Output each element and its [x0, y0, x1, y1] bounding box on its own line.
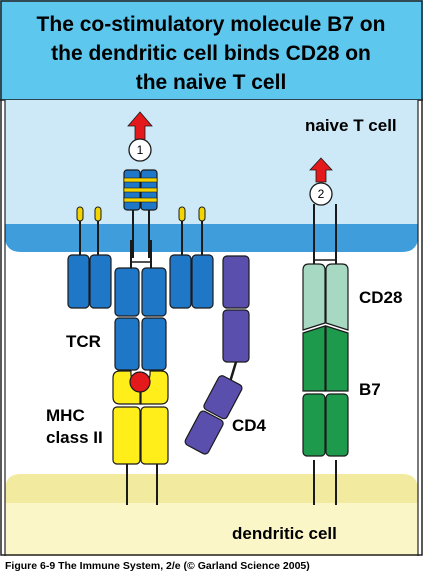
label-tcr: TCR	[66, 332, 101, 351]
figure-caption: Figure 6-9 The Immune System, 2/e (© Gar…	[5, 560, 310, 572]
peptide	[129, 371, 151, 393]
b7	[302, 325, 349, 505]
step-2-badge	[309, 182, 333, 206]
title-banner	[0, 0, 423, 100]
label-dendritic-cell: dendritic cell	[232, 524, 337, 543]
zeta-chain	[123, 169, 158, 258]
step-1-label: 1	[137, 143, 144, 157]
mhc-class-ii	[112, 370, 169, 505]
label-naive-t-cell: naive T cell	[305, 116, 397, 135]
label-mhc-line-2: class II	[46, 428, 103, 447]
title-line-1: The co-stimulatory molecule B7 on	[37, 13, 386, 36]
tcr	[114, 240, 167, 371]
title-line-3: the naive T cell	[136, 71, 287, 94]
cd3-left-pair	[67, 206, 112, 309]
diagram: The co-stimulatory molecule B7 on the de…	[0, 0, 423, 556]
label-cd28: CD28	[359, 288, 402, 307]
label-cd4: CD4	[232, 416, 267, 435]
title-line-2: the dendritic cell binds CD28 on	[51, 42, 371, 65]
label-b7: B7	[359, 380, 381, 399]
label-mhc-line-1: MHC	[46, 406, 85, 425]
step-2-label: 2	[318, 187, 325, 201]
cd3-right-pair	[169, 206, 214, 309]
figure-frame	[0, 0, 423, 556]
dendritic-cell-cytoplasm	[5, 503, 418, 556]
t-cell-cytoplasm	[5, 100, 418, 245]
cd4	[184, 255, 250, 455]
t-cell-membrane	[5, 224, 418, 252]
step-1-badge	[128, 138, 152, 162]
dendritic-cell-membrane	[5, 474, 418, 505]
cd28	[302, 204, 349, 331]
signal-2-arrow-icon	[309, 157, 333, 183]
